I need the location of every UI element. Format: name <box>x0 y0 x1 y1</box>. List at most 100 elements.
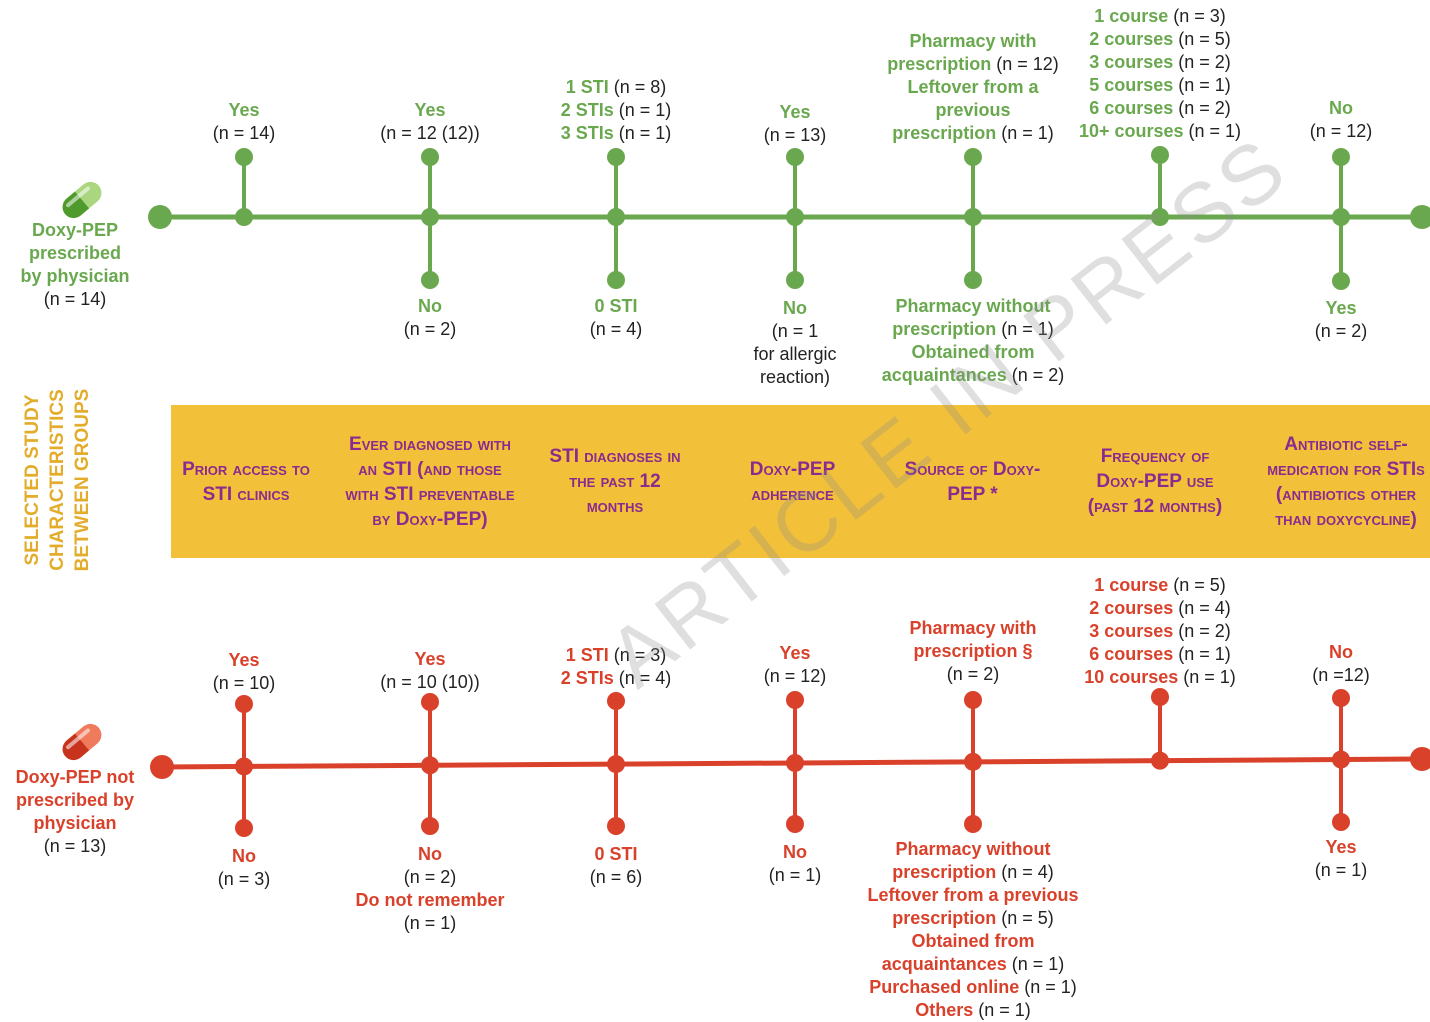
red-bottom-dot-4 <box>964 815 982 833</box>
count-label: (n = 4) <box>613 668 672 688</box>
red-top-label-0-line: Yes <box>94 649 394 672</box>
count-label: (n = 10 (10)) <box>380 672 480 692</box>
green-top-label-6: No (n = 12) <box>1191 97 1430 143</box>
option-label: acquaintances <box>881 954 1007 974</box>
green-top-label-0-line: (n = 14) <box>94 122 394 145</box>
category-adherence: Doxy-PEP adherence <box>749 458 836 505</box>
green-top-label-4-line: Pharmacy with <box>823 30 1123 53</box>
green-top-label-1-line: Yes <box>280 99 580 122</box>
green-bottom-label-6-line: (n = 2) <box>1191 320 1430 343</box>
category-frequency: Frequency of Doxy-PEP use (past 12 month… <box>1087 446 1223 517</box>
red-bottom-label-6-line: (n = 1) <box>1191 859 1430 882</box>
green-top-dot-5 <box>1151 146 1169 164</box>
green-top-label-5-line: 3 courses (n = 2) <box>1010 51 1310 74</box>
count-label: (n = 12) <box>1309 121 1373 141</box>
option-label: 2 STIs <box>560 668 614 688</box>
green-bottom-label-6: Yes(n = 2) <box>1191 297 1430 343</box>
option-label: prescription <box>887 54 992 74</box>
red-axis-dot-6 <box>1332 750 1350 769</box>
red-bottom-label-1-line: Do not remember <box>280 889 580 912</box>
green-top-label-5-line: 6 courses (n = 2) <box>1010 97 1310 120</box>
option-label: No <box>783 298 807 318</box>
green-top-label-6-line: No <box>1191 97 1430 120</box>
red-top-label-5: 1 course (n = 5)2 courses (n = 4)3 cours… <box>1010 574 1310 689</box>
option-label: Yes <box>228 650 260 670</box>
green-top-label-5-line: 10+ courses (n = 1) <box>1010 120 1310 143</box>
red-axis-end <box>1410 747 1430 771</box>
option-label: No <box>1329 98 1353 118</box>
count-label: (n = 5) <box>1173 29 1231 49</box>
option-label: Obtained from <box>911 342 1035 362</box>
option-label: Yes <box>1325 298 1357 318</box>
red-top-label-5-line: 2 courses (n = 4) <box>1010 597 1310 620</box>
red-axis-dot-0 <box>235 757 253 776</box>
red-top-label-5-line: 10 courses (n = 1) <box>1010 666 1310 689</box>
green-top-label-0-line: Yes <box>94 99 394 122</box>
green-bottom-label-1: No(n = 2) <box>280 295 580 341</box>
option-label: 1 STI <box>565 77 609 97</box>
count-label: (n = 4) <box>1173 598 1231 618</box>
option-label: No <box>418 296 442 316</box>
red-bottom-label-2-line: 0 STI <box>466 843 766 866</box>
red-bottom-label-4-line: Obtained from <box>823 930 1123 953</box>
red-bottom-label-0-line: No <box>94 845 394 868</box>
green-axis-dot-3 <box>786 208 804 226</box>
count-label: (n = 12) <box>991 54 1059 74</box>
green-top-label-3-line: (n = 13) <box>645 124 945 147</box>
count-label: (n = 2) <box>1173 98 1231 118</box>
red-top-label-3-line: (n = 12) <box>645 665 945 688</box>
count-label: (n = 2) <box>1173 52 1231 72</box>
red-bottom-label-6: Yes(n = 1) <box>1191 836 1430 882</box>
red-top-label-1: Yes (n = 10 (10)) <box>280 648 580 694</box>
green-axis-dot-5 <box>1151 208 1169 226</box>
red-top-label-3-line: Yes <box>645 642 945 665</box>
option-label: Leftover from a <box>907 77 1039 97</box>
option-label: Yes <box>414 649 446 669</box>
red-top-label-0: Yes (n = 10) <box>94 649 394 695</box>
green-axis-start <box>148 205 172 229</box>
green-top-label-3: Yes(n = 13) <box>645 101 945 147</box>
option-label: prescription <box>892 908 997 928</box>
red-top-label-5-line: 6 courses (n = 1) <box>1010 643 1310 666</box>
red-axis-start <box>150 755 174 779</box>
count-label: (n = 13) <box>763 125 827 145</box>
green-top-label-0: Yes(n = 14) <box>94 99 394 145</box>
red-bottom-label-0: No(n = 3) <box>94 845 394 891</box>
option-label: No <box>1329 642 1353 662</box>
red-pill-icon <box>62 723 102 761</box>
green-top-label-5-line: 2 courses (n = 5) <box>1010 28 1310 51</box>
option-label: 2 courses <box>1089 29 1174 49</box>
red-bottom-label-4-line: prescription (n = 5) <box>823 907 1123 930</box>
count-label: (n = 12 (12)) <box>380 123 480 143</box>
red-bottom-label-3-line: (n = 1) <box>645 864 945 887</box>
count-label: (n = 3) <box>608 645 667 665</box>
red-top-label-6-line: No <box>1191 641 1430 664</box>
red-top-label-6: No(n =12) <box>1191 641 1430 687</box>
count-label: (n = 1) <box>1183 121 1242 141</box>
red-bottom-label-3: No(n = 1) <box>645 841 945 887</box>
option-label: 10+ courses <box>1078 121 1184 141</box>
red-top-label-4-line: (n = 2) <box>823 663 1123 686</box>
red-top-dot-1 <box>421 693 439 711</box>
red-bottom-label-6-line: Yes <box>1191 836 1430 859</box>
count-label: (n = 1) <box>1173 75 1231 95</box>
green-top-label-2-line: 3 STIs (n = 1) <box>466 122 766 145</box>
option-label: Obtained from <box>911 931 1035 951</box>
option-label: prescription <box>892 123 997 143</box>
green-bottom-label-3-line: (n = 1 <box>645 320 945 343</box>
count-label: (n = 5) <box>996 908 1054 928</box>
red-top-dot-5 <box>1151 688 1169 706</box>
green-top-dot-0 <box>235 148 253 166</box>
option-label: 6 courses <box>1089 644 1174 664</box>
red-bottom-label-4-line: Leftover from a previous <box>823 884 1123 907</box>
red-top-dot-6 <box>1332 689 1350 707</box>
option-label: Others <box>915 1000 974 1020</box>
red-bottom-label-4-line: acquaintances (n = 1) <box>823 953 1123 976</box>
red-bottom-label-4-line: Pharmacy without <box>823 838 1123 861</box>
count-label: (n = 10) <box>212 673 276 693</box>
green-bottom-label-4-line: prescription (n = 1) <box>823 318 1123 341</box>
green-top-label-3-line: Yes <box>645 101 945 124</box>
